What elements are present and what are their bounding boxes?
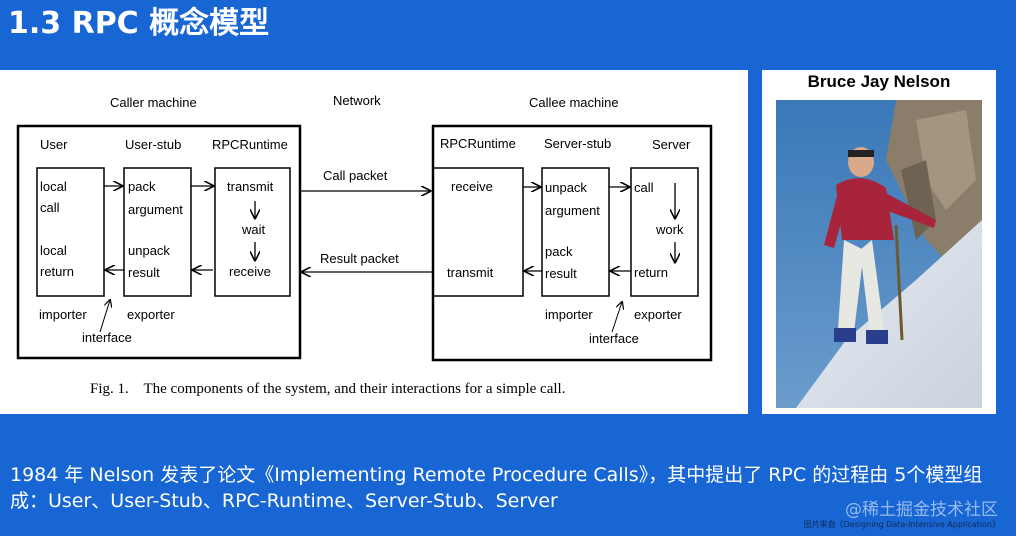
photo-panel: Bruce Jay Nelson bbox=[762, 70, 996, 414]
server-stub-header: Server-stub bbox=[544, 136, 611, 151]
caller-runtime-receive-text: receive bbox=[229, 264, 271, 279]
callee-runtime-transmit-text: transmit bbox=[447, 265, 494, 280]
server-stub-argument-text: argument bbox=[545, 203, 600, 218]
server-work-text: work bbox=[655, 222, 684, 237]
description-text: 1984 年 Nelson 发表了论文《Implementing Remote … bbox=[10, 464, 983, 512]
user-local-text: local bbox=[40, 179, 67, 194]
caller-machine-label: Caller machine bbox=[110, 95, 197, 110]
climber-illustration bbox=[776, 100, 982, 408]
caller-exporter-label: exporter bbox=[127, 307, 175, 322]
server-return-text: return bbox=[634, 265, 668, 280]
callee-interface-pointer bbox=[611, 302, 622, 333]
callee-machine-label: Callee machine bbox=[529, 95, 619, 110]
callee-runtime-receive-text: receive bbox=[451, 179, 493, 194]
server-box bbox=[630, 167, 699, 297]
user-box bbox=[36, 167, 105, 297]
caller-runtime-wait-text: wait bbox=[241, 222, 266, 237]
user-stub-unpack-text: unpack bbox=[128, 243, 170, 258]
user-local2-text: local bbox=[40, 243, 67, 258]
caller-rpcruntime-header: RPCRuntime bbox=[212, 137, 288, 152]
result-packet-label: Result packet bbox=[320, 251, 399, 266]
server-stub-unpack-text: unpack bbox=[545, 180, 587, 195]
user-stub-box bbox=[123, 167, 192, 297]
server-call-text: call bbox=[634, 180, 654, 195]
callee-exporter-label: exporter bbox=[634, 307, 682, 322]
user-stub-header: User-stub bbox=[125, 137, 181, 152]
watermark: @稀土掘金技术社区 bbox=[845, 500, 998, 520]
photo-caption: Bruce Jay Nelson bbox=[807, 72, 951, 91]
caller-importer-label: importer bbox=[39, 307, 87, 322]
caller-interface-label: interface bbox=[82, 330, 132, 345]
caller-machine-box bbox=[16, 124, 302, 360]
rpc-diagram: Caller machine Network Callee machine Us… bbox=[16, 93, 713, 397]
nelson-photo bbox=[776, 100, 982, 408]
callee-runtime-box bbox=[432, 167, 524, 297]
rpc-diagram-panel: Caller machine Network Callee machine Us… bbox=[0, 70, 748, 414]
user-return-text: return bbox=[40, 264, 74, 279]
server-stub-pack-text: pack bbox=[545, 244, 573, 259]
call-packet-label: Call packet bbox=[323, 168, 388, 183]
user-call-text: call bbox=[40, 200, 60, 215]
callee-importer-label: importer bbox=[545, 307, 593, 322]
user-header: User bbox=[40, 137, 68, 152]
server-stub-result-text: result bbox=[545, 266, 577, 281]
server-stub-box bbox=[541, 167, 610, 297]
callee-rpcruntime-header: RPCRuntime bbox=[440, 136, 516, 151]
user-stub-pack-text: pack bbox=[128, 179, 156, 194]
figure-caption: Fig. 1. The components of the system, an… bbox=[90, 381, 565, 397]
caller-interface-pointer bbox=[99, 300, 110, 333]
callee-interface-label: interface bbox=[589, 331, 639, 346]
source-note: 图片来自《Designing Data-Intensive Applicatio… bbox=[803, 520, 1000, 529]
network-label: Network bbox=[333, 93, 381, 108]
server-header: Server bbox=[652, 137, 691, 152]
user-stub-argument-text: argument bbox=[128, 202, 183, 217]
slide-title: 1.3 RPC 概念模型 bbox=[8, 6, 270, 41]
user-stub-result-text: result bbox=[128, 265, 160, 280]
callee-machine-box bbox=[431, 124, 713, 362]
caller-runtime-box bbox=[214, 167, 291, 297]
caller-runtime-transmit-text: transmit bbox=[227, 179, 274, 194]
